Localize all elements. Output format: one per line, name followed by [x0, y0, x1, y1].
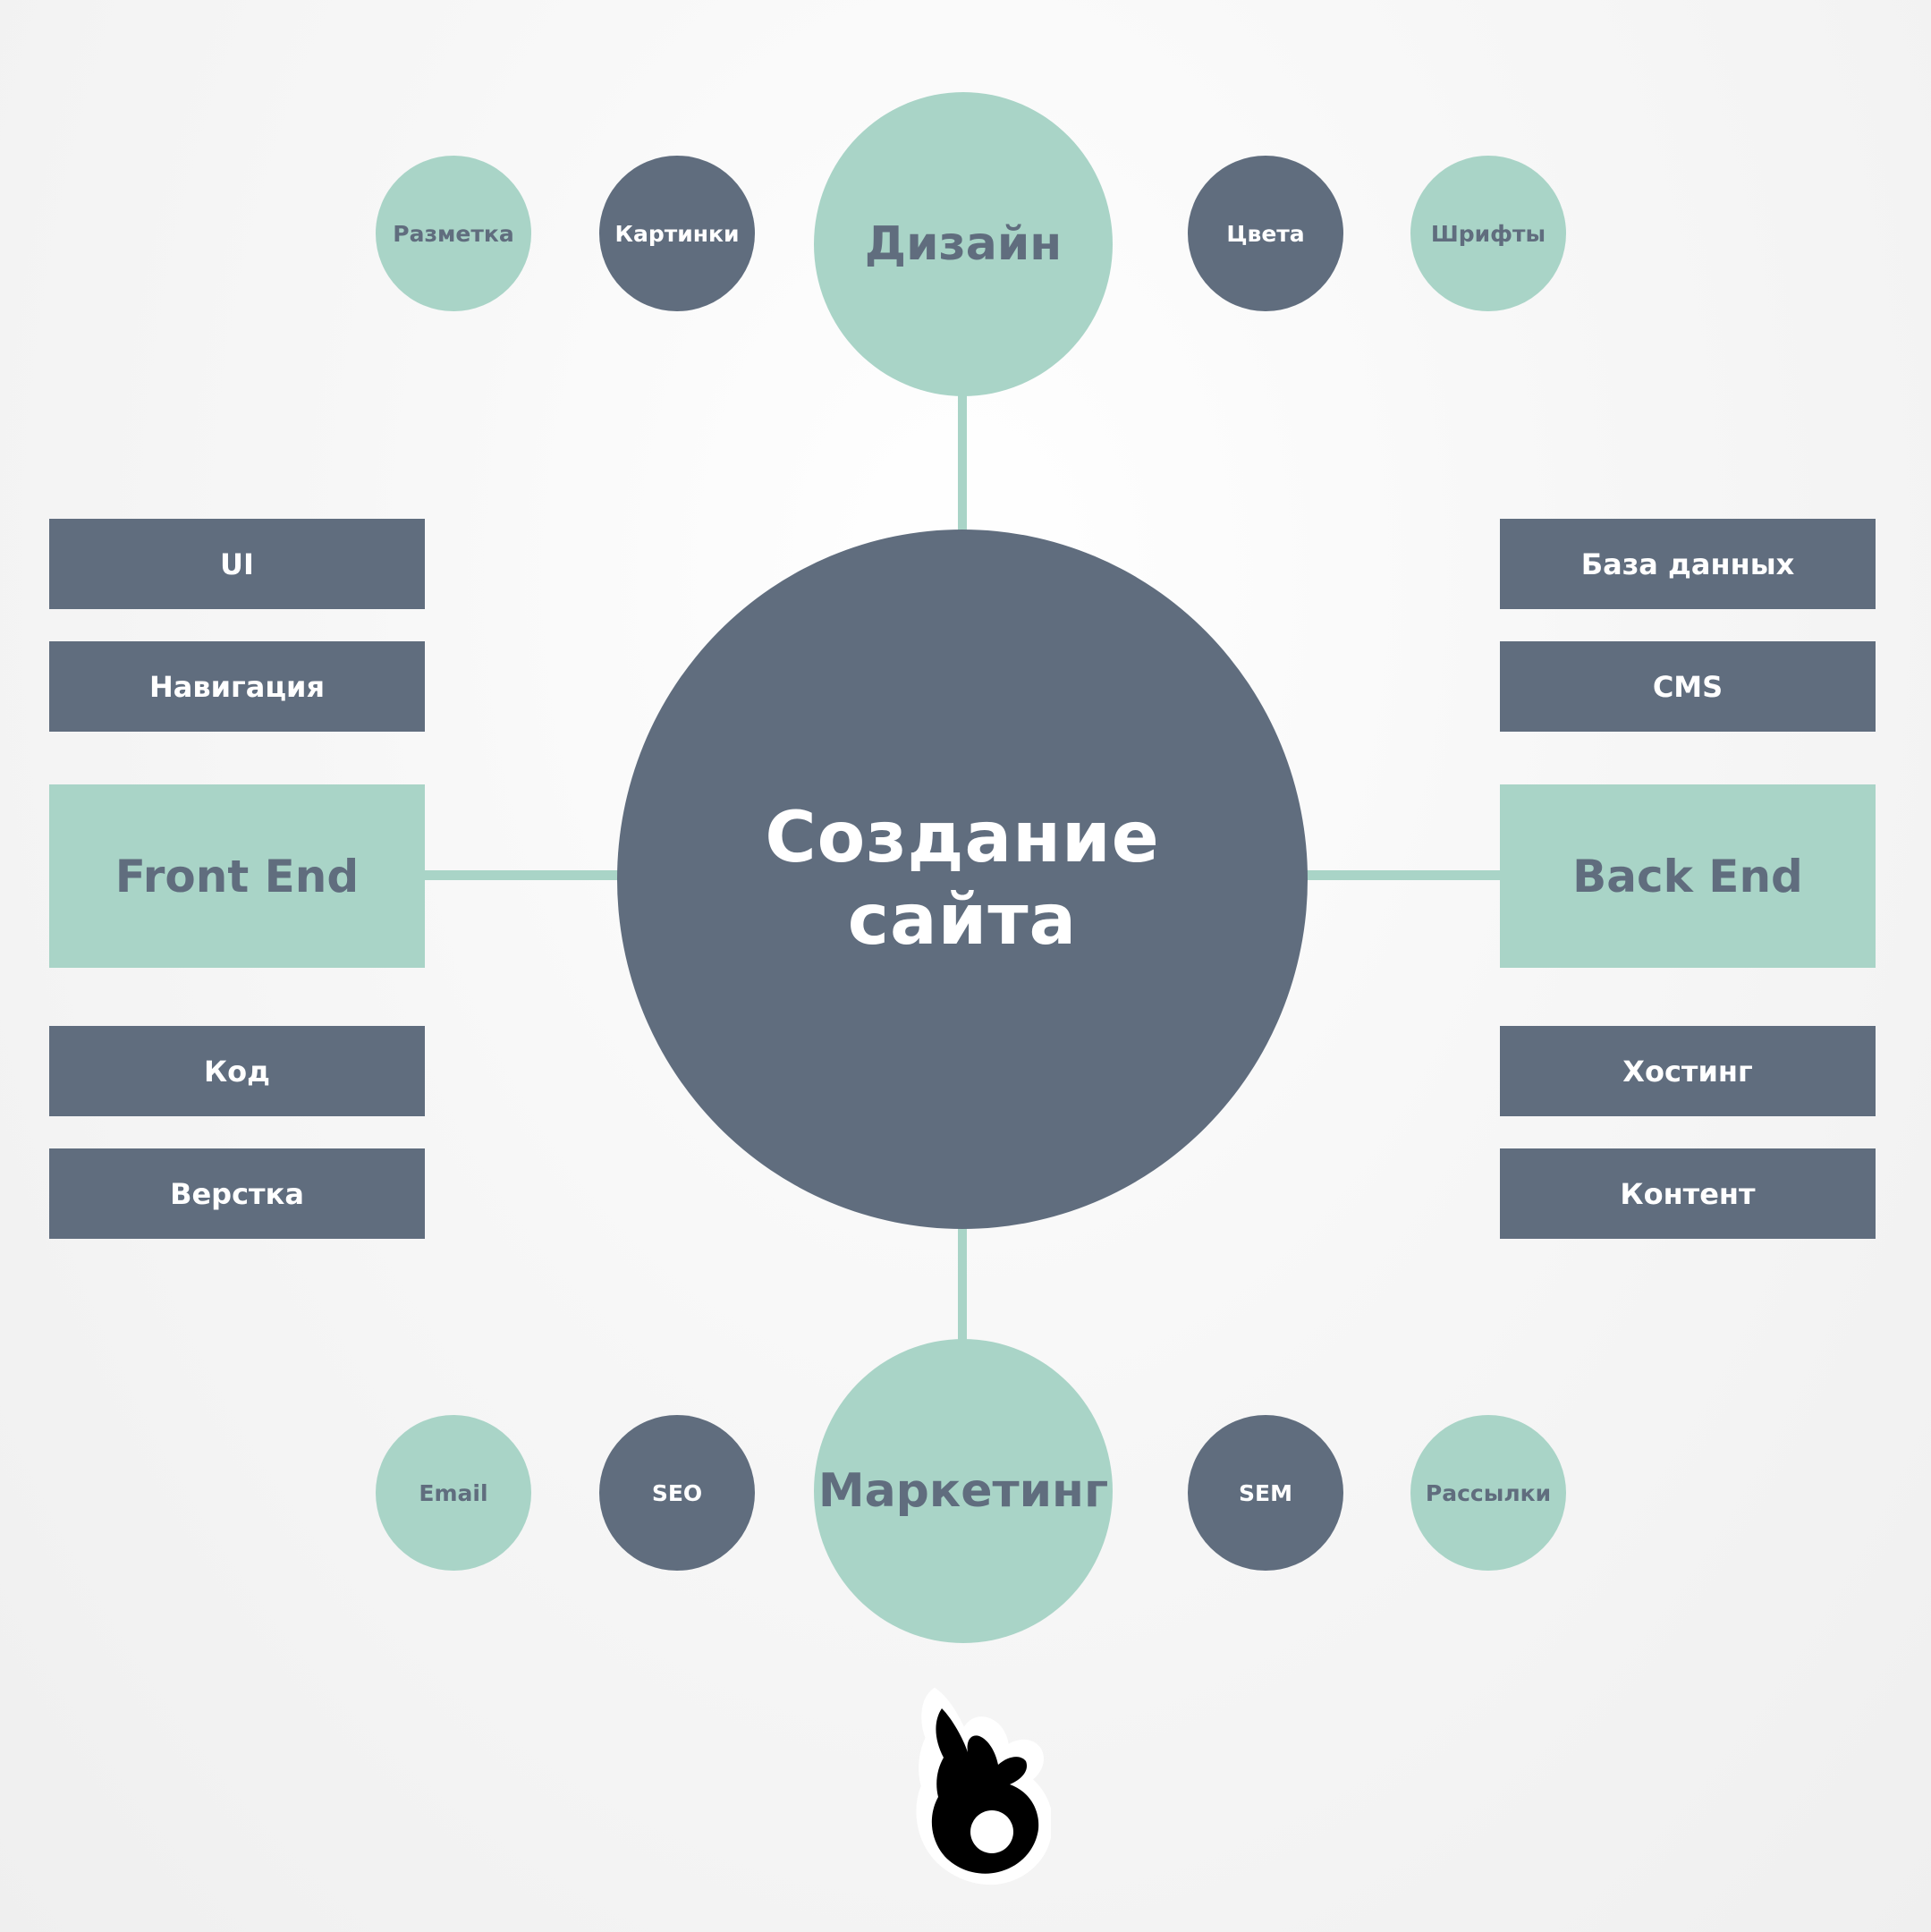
front-end-item-2: Навигация: [49, 641, 425, 732]
front-end-item-3-label: Код: [204, 1054, 270, 1089]
design-subnode-1-label: Разметка: [393, 220, 514, 247]
back-end-item-3: Хостинг: [1500, 1026, 1876, 1116]
back-end-item-3-label: Хостинг: [1622, 1054, 1753, 1089]
marketing-hub-label: Маркетинг: [817, 1464, 1109, 1518]
back-end-item-2-label: CMS: [1652, 669, 1724, 704]
marketing-subnode-2-label: SEO: [651, 1479, 703, 1506]
front-end-label: Front End: [114, 850, 360, 902]
connector-bottom: [958, 1221, 967, 1355]
connector-right: [1306, 870, 1503, 880]
front-end-item-4: Верстка: [49, 1148, 425, 1239]
front-end-item-1: UI: [49, 519, 425, 609]
marketing-subnode-4: Рассылки: [1410, 1415, 1566, 1571]
front-end-group: Front End: [49, 784, 425, 968]
back-end-item-4-label: Контент: [1620, 1176, 1756, 1211]
design-subnode-1: Разметка: [376, 156, 531, 311]
rabbit-logo-icon: [908, 1686, 1054, 1887]
connector-top: [958, 385, 967, 537]
marketing-subnode-3: SEM: [1188, 1415, 1343, 1571]
front-end-item-1-label: UI: [220, 547, 254, 581]
center-node: Создание сайта: [617, 530, 1308, 1229]
back-end-item-4: Контент: [1500, 1148, 1876, 1239]
design-hub-label: Дизайн: [864, 217, 1063, 271]
design-subnode-4-label: Шрифты: [1430, 220, 1546, 247]
marketing-hub: Маркетинг: [814, 1339, 1113, 1643]
marketing-subnode-4-label: Рассылки: [1425, 1479, 1552, 1506]
design-subnode-2: Картинки: [599, 156, 755, 311]
design-subnode-2-label: Картинки: [614, 220, 740, 247]
marketing-subnode-1-label: Email: [419, 1479, 488, 1506]
design-subnode-3: Цвета: [1188, 156, 1343, 311]
back-end-item-1: База данных: [1500, 519, 1876, 609]
design-subnode-3-label: Цвета: [1226, 220, 1305, 247]
back-end-item-1-label: База данных: [1580, 547, 1795, 581]
front-end-item-2-label: Навигация: [148, 669, 326, 704]
back-end-label: Back End: [1572, 850, 1803, 902]
design-subnode-4: Шрифты: [1410, 156, 1566, 311]
front-end-item-4-label: Верстка: [170, 1176, 304, 1211]
front-end-item-3: Код: [49, 1026, 425, 1116]
marketing-subnode-2: SEO: [599, 1415, 755, 1571]
back-end-group: Back End: [1500, 784, 1876, 968]
center-title: Создание сайта: [765, 798, 1160, 961]
connector-left: [420, 870, 626, 880]
design-hub: Дизайн: [814, 92, 1113, 396]
back-end-item-2: CMS: [1500, 641, 1876, 732]
marketing-subnode-3-label: SEM: [1239, 1479, 1292, 1506]
marketing-subnode-1: Email: [376, 1415, 531, 1571]
